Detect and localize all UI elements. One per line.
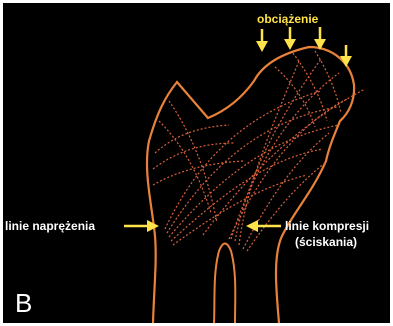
load-arrow-icon	[340, 45, 352, 67]
load-arrows	[256, 27, 352, 67]
medullary-canal-outline	[214, 244, 235, 324]
diagram-panel: obciążenie linie naprężenia linie kompre…	[3, 3, 390, 323]
greater-trochanter-line	[169, 101, 217, 223]
compression-line	[231, 73, 339, 239]
femur-outline	[147, 47, 354, 323]
tension-line	[167, 107, 337, 233]
load-arrow-icon	[256, 29, 268, 52]
load-arrow-icon	[284, 27, 296, 50]
panel-letter: B	[15, 289, 32, 317]
compression-line	[229, 99, 347, 239]
femur-diagram	[3, 3, 390, 323]
pointer-arrows	[124, 220, 281, 232]
load-label: obciążenie	[257, 12, 318, 26]
compression-lines-sublabel: (ściskania)	[295, 235, 357, 249]
head-line	[315, 51, 341, 113]
pointer-arrow-icon	[246, 220, 281, 232]
tension-lines-label: linie naprężenia	[5, 219, 95, 233]
greater-trochanter-line	[153, 161, 243, 185]
compression-lines-label: linie kompresji	[285, 219, 369, 233]
